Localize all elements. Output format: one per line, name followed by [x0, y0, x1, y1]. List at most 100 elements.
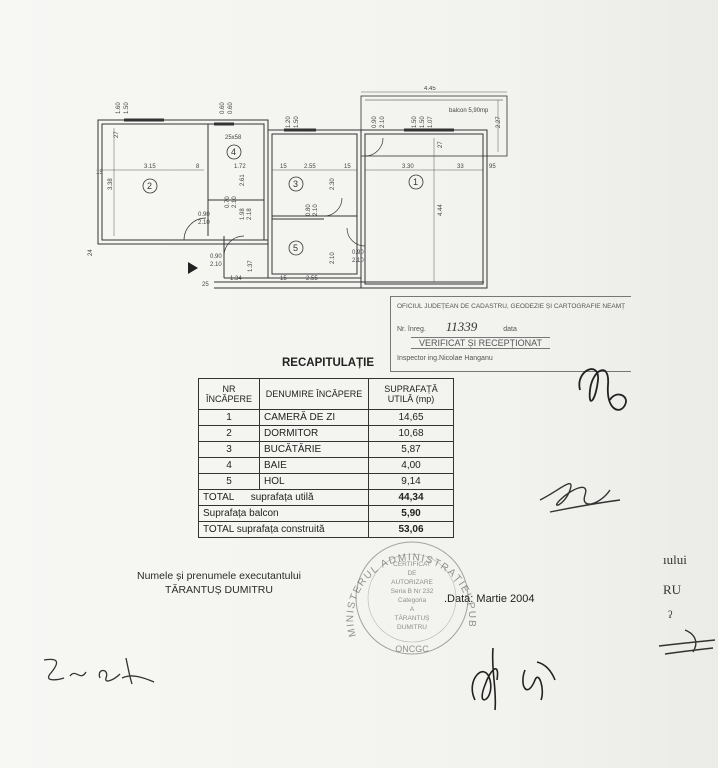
room-name: DORMITOR — [259, 425, 369, 442]
edge-text-2: RU — [663, 582, 682, 597]
door-r2-h: 2.10 — [198, 220, 210, 226]
seal-bottom: ONCGC — [395, 644, 429, 654]
door-r4-w: 0.70 — [225, 196, 231, 208]
room-name: CAMERĂ DE ZI — [259, 409, 369, 426]
r5-left: 1.37 — [248, 260, 254, 272]
room-2-number: 2 — [147, 181, 152, 191]
room-area: 5,87 — [368, 441, 454, 458]
table-row: 1 CAMERĂ DE ZI 14,65 — [198, 409, 454, 426]
dim-r3-top-a: 1.20 — [286, 116, 292, 128]
signature-right — [539, 483, 621, 513]
wall-15-r3b: 15 — [344, 164, 351, 170]
room-3-number: 3 — [293, 179, 298, 189]
stamp-verified: VERIFICAT ȘI RECEPȚIONAT — [411, 337, 551, 349]
stamp-date-label: data — [503, 326, 517, 333]
r2-height: 3.38 — [108, 178, 114, 190]
seal-line: Categoria — [398, 597, 427, 604]
total-util-label-b: suprafața utilă — [250, 492, 314, 503]
balcon-value: 5,90 — [368, 505, 454, 522]
dim-r2-top-a: 1.60 — [116, 102, 122, 114]
authorization-seal: MINISTERUL ADMINISTRAȚIEI PUBLICE CERTIF… — [338, 540, 476, 655]
recap-table: NR ÎNCĂPERE DENUMIRE ÎNCĂPERE SUPRAFAȚĂ … — [198, 378, 454, 538]
stamp-reg-label: Nr. înreg. — [397, 326, 426, 333]
stamp-registration: Nr. înreg. 11339 data — [397, 319, 517, 335]
room-name: BUCĂTĂRIE — [259, 441, 369, 458]
stamp-reg-number: 11339 — [445, 319, 478, 334]
r3-width: 2.55 — [304, 164, 316, 170]
dim-r4-top-a: 0.60 — [220, 102, 226, 114]
dim-r3-top-b: 1.50 — [294, 116, 300, 128]
total-constr-label: TOTAL suprafața construită — [198, 521, 369, 538]
dim-balc-c: 1.07 — [428, 116, 434, 128]
room-nr: 4 — [198, 457, 260, 474]
wall-25: 25 — [202, 282, 209, 288]
dim-balc-b: 1.50 — [420, 116, 426, 128]
r5-height: 2.10 — [330, 252, 336, 264]
signature-edge — [658, 629, 716, 655]
r4-height: 2.61 — [240, 174, 246, 186]
total-util-label-a: TOTAL — [203, 492, 234, 503]
total-constr-value: 53,06 — [368, 521, 454, 538]
seal-line: Seria B Nr 232 — [391, 588, 434, 595]
wall-24: 24 — [88, 249, 94, 256]
table-row: 5 HOL 9,14 — [198, 473, 454, 490]
stamp-office: OFICIUL JUDEȚEAN DE CADASTRU, GEODEZIE Ș… — [397, 303, 626, 310]
balcon-row: Suprafața balcon 5,90 — [198, 505, 454, 522]
balcon-label: Suprafața balcon — [198, 505, 369, 522]
table-row: 4 BAIE 4,00 — [198, 457, 454, 474]
door-r3-h: 2.10 — [313, 204, 319, 216]
table-row: 2 DORMITOR 10,68 — [198, 425, 454, 442]
document-date: .Data: Martie 2004 — [444, 593, 535, 605]
recap-header-name: DENUMIRE ÎNCĂPERE — [259, 378, 369, 410]
edge-text-1: ıului — [663, 552, 687, 567]
seal-line: A — [410, 606, 415, 613]
edge-text-3: ʔ — [668, 610, 673, 621]
wall-8: 8 — [196, 164, 200, 170]
door-r3-w: 0.80 — [306, 204, 312, 216]
total-util-value: 44,34 — [368, 489, 454, 506]
executant-label: Numele și prenumele executantului — [136, 570, 301, 582]
signature-executant — [43, 657, 155, 685]
wall-15-bottom: 15 — [280, 276, 287, 282]
executant-name: TĂRANTUȘ DUMITRU — [165, 584, 273, 596]
room-area: 10,68 — [368, 425, 454, 442]
dim-r1-top-b: 2.10 — [380, 116, 386, 128]
entry-arrow-icon — [188, 262, 198, 274]
room-nr: 1 — [198, 409, 260, 426]
r4-low-b: 2.18 — [247, 208, 253, 220]
entry-door-h: 2.10 — [210, 262, 222, 268]
seal-line: TĂRANTUȘ — [394, 613, 430, 622]
recap-header-area: SUPRAFAȚĂ UTILĂ (mp) — [368, 378, 454, 410]
seal-line: DUMITRU — [397, 624, 427, 631]
room-name: BAIE — [259, 457, 369, 474]
executant-block: Numele și prenumele executantului TĂRANT… — [126, 570, 312, 596]
stamp-inspector: Inspector ing.Nicolae Hanganu — [397, 355, 493, 362]
room-area: 4,00 — [368, 457, 454, 474]
signature-inspector — [578, 368, 627, 411]
floor-plan: 2 4 3 1 5 balcon 5,90mp 4.45 2.27 1.60 1… — [88, 86, 508, 289]
total-util-label: TOTAL suprafața utilă — [198, 489, 369, 506]
cadastre-stamp: OFICIUL JUDEȚEAN DE CADASTRU, GEODEZIE Ș… — [390, 296, 631, 372]
balcony-label: balcon 5,90mp — [449, 108, 489, 114]
r4-low-a: 1.98 — [240, 208, 246, 220]
signature-bottom — [471, 647, 556, 711]
wall-33: 33 — [457, 164, 464, 170]
total-util-row: TOTAL suprafața utilă 44,34 — [198, 489, 454, 506]
table-row: 3 BUCĂTĂRIE 5,87 — [198, 441, 454, 458]
door-r1-w: 0.90 — [352, 250, 364, 256]
room-1-number: 1 — [413, 177, 418, 187]
balcony-height: 2.27 — [496, 116, 502, 128]
room-4-number: 4 — [231, 147, 236, 157]
seal-line: DE — [407, 570, 417, 577]
bottom-dim-a: 1.34 — [230, 276, 242, 282]
room-name: HOL — [259, 473, 369, 490]
wall-15-r3: 15 — [280, 164, 287, 170]
room-nr: 2 — [198, 425, 260, 442]
dim-r1-top-a: 0.90 — [372, 116, 378, 128]
room-nr: 3 — [198, 441, 260, 458]
r1-width: 3.30 — [402, 164, 414, 170]
r2-width: 3.15 — [144, 164, 156, 170]
door-r2-w: 0.90 — [198, 212, 210, 218]
r1-height: 4.44 — [438, 204, 444, 216]
